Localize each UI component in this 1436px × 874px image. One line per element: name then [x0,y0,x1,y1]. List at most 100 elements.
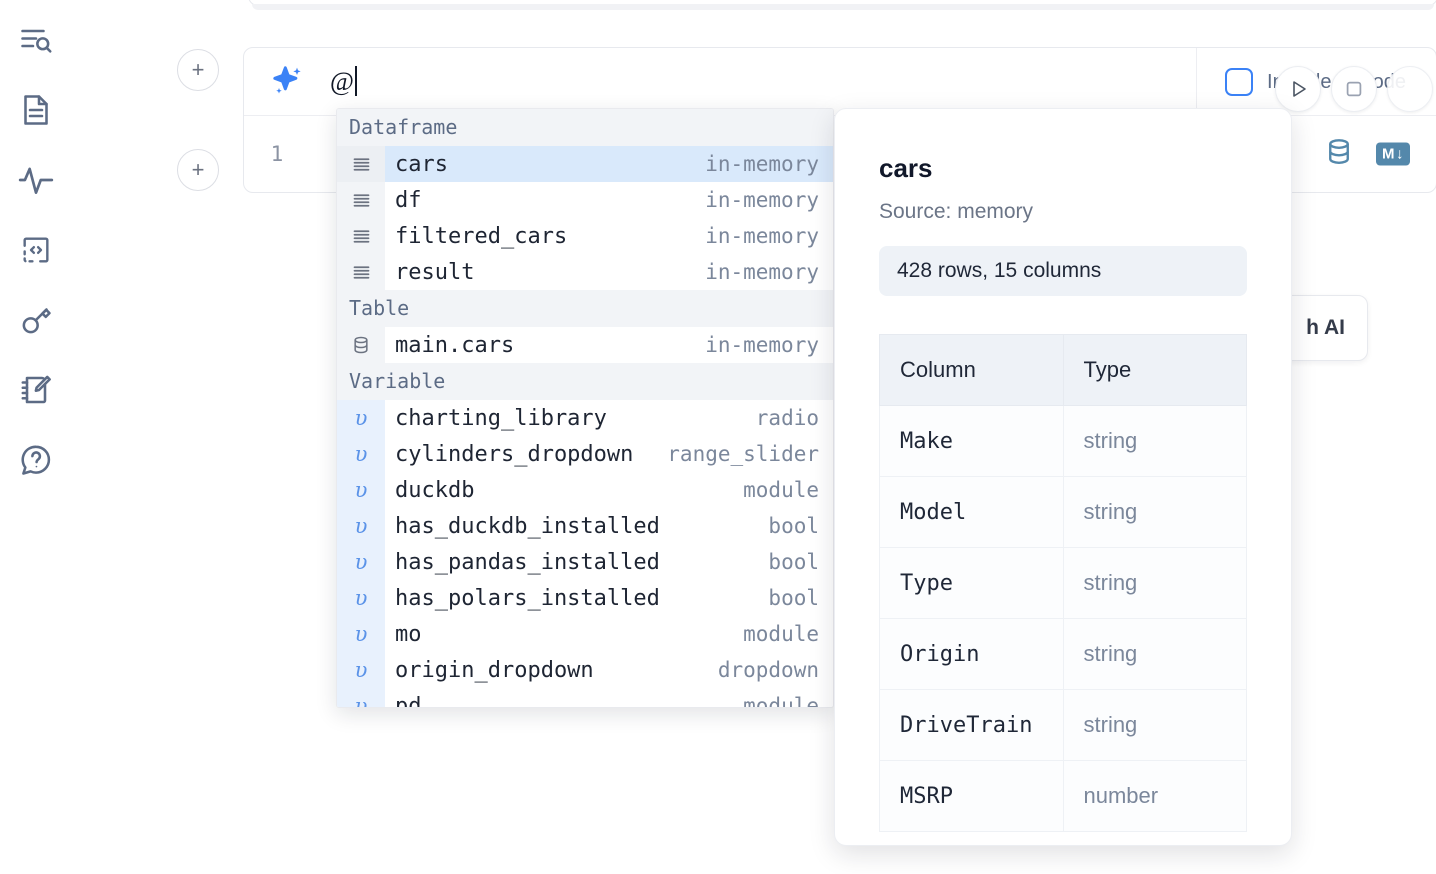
stop-button[interactable] [1331,66,1377,112]
cell-column-type: string [1062,547,1247,619]
autocomplete-item-name: duckdb [395,477,475,503]
autocomplete-item-name: main.cars [395,332,515,358]
column-header-type: Type [1062,334,1247,406]
run-button[interactable] [1275,66,1321,112]
snippets-icon[interactable] [14,228,58,272]
doc-title: cars [879,153,933,183]
include-all-code-checkbox[interactable] [1225,68,1254,96]
autocomplete-item[interactable]: result in-memory [337,254,833,290]
rows-icon [337,146,385,182]
variable-icon: υ [337,616,385,652]
autocomplete-item-name: charting_library [395,405,607,431]
cell-column-type: number [1062,760,1247,832]
autocomplete-item-type: dropdown [717,658,819,682]
autocomplete-group-header: Dataframe [337,109,833,146]
autocomplete-item-name: has_pandas_installed [395,549,660,575]
variable-icon: υ [337,508,385,544]
autocomplete-item-type: radio [755,406,819,430]
autocomplete-item-type: bool [768,586,819,610]
ai-prompt-value: @ [330,67,354,96]
autocomplete-item-type: in-memory [705,146,833,182]
add-cell-above-button[interactable]: + [177,49,219,91]
autocomplete-item[interactable]: main.cars in-memory [337,327,833,363]
cell-column-type: string [1062,618,1247,690]
autocomplete-item-type: in-memory [705,260,819,284]
variable-icon: υ [337,436,385,472]
doc-shape-badge: 428 rows, 15 columns [879,246,1247,296]
search-files-icon[interactable] [14,18,58,62]
cell-column-name: Type [879,547,1064,619]
cell-column-name: Model [879,476,1064,548]
autocomplete-item-type: module [743,622,819,646]
autocomplete-item[interactable]: υ has_polars_installed bool [337,580,833,616]
autocomplete-item-name: df [395,187,422,213]
table-header-row: Column Type [879,334,1247,406]
autocomplete-item[interactable]: υ cylinders_dropdown range_slider [337,436,833,472]
cell-column-name: Make [879,405,1064,477]
cell-column-type: string [1062,476,1247,548]
autocomplete-item-name: result [395,259,475,285]
variable-icon: υ [337,472,385,508]
code-editor-row[interactable]: 1 M↓ [244,116,1436,192]
text-caret [354,66,357,96]
variable-icon: υ [337,688,385,707]
autocomplete-item-name: cars [385,146,706,182]
autocomplete-group-header: Table [337,290,833,327]
autocomplete-item[interactable]: υ has_pandas_installed bool [337,544,833,580]
file-explorer-icon[interactable] [14,88,58,132]
cell-column-name: Origin [879,618,1064,690]
cell-column-name: DriveTrain [879,689,1064,761]
markdown-arrow: ↓ [1396,145,1404,163]
help-chat-icon[interactable] [14,438,58,482]
rows-icon [337,218,385,254]
autocomplete-item[interactable]: df in-memory [337,182,833,218]
previous-cell-shadow [252,4,1434,10]
markdown-letter: M [1382,145,1395,163]
cell-run-controls [1275,66,1433,112]
column-header-column: Column [879,334,1064,406]
autocomplete-item-type: module [743,694,819,708]
autocomplete-item-type: module [743,478,819,502]
cell-action-icons: M↓ [1324,137,1410,172]
autocomplete-item-type: bool [768,514,819,538]
markdown-icon[interactable]: M↓ [1376,142,1410,166]
sidebar-rail [0,0,72,874]
activity-icon[interactable] [14,158,58,202]
secrets-key-icon[interactable] [14,298,58,342]
autocomplete-item-type: bool [768,550,819,574]
database-icon[interactable] [1324,137,1354,172]
autocomplete-item-type: range_slider [667,442,819,466]
cell-column-type: string [1062,689,1247,761]
autocomplete-item-type: in-memory [705,333,819,357]
autocomplete-item-name: origin_dropdown [395,657,594,683]
variable-icon: υ [337,400,385,436]
autocomplete-item-name: has_polars_installed [395,585,660,611]
variable-icon: υ [337,580,385,616]
more-actions-button[interactable] [1387,66,1433,112]
autocomplete-item-name: cylinders_dropdown [395,441,634,467]
rows-icon [337,254,385,290]
add-cell-below-button[interactable]: + [177,149,219,191]
cell-column-name: MSRP [879,760,1064,832]
database-icon [337,327,385,363]
scratchpad-icon[interactable] [14,368,58,412]
rows-icon [337,182,385,218]
autocomplete-item-name: pd [395,693,422,708]
ai-prompt-input[interactable]: @ [330,66,357,97]
variable-icon: υ [337,544,385,580]
autocomplete-item-type: in-memory [705,188,819,212]
autocomplete-item[interactable]: υ charting_library radio [337,400,833,436]
